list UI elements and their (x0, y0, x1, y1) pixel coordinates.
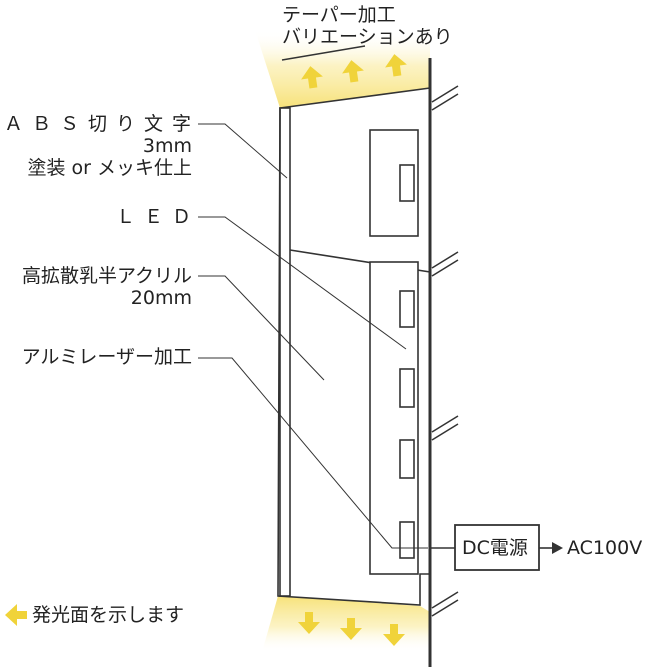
sign-housing (277, 87, 431, 606)
acrylic-label-line1: 高拡散乳半アクリル (21, 265, 192, 287)
abs-label-line2: 3mm (142, 135, 192, 157)
dc-power-label: DC電源 (462, 537, 528, 559)
glow-arrow-icon (301, 66, 323, 89)
taper-label-line1: テーパー加工 (282, 4, 396, 26)
lower-led-1 (399, 290, 415, 328)
lower-led-2 (399, 368, 415, 408)
lower-led-4 (399, 521, 415, 559)
abs-face-plate (279, 107, 291, 597)
top-glow-area (255, 30, 430, 108)
aluminum-label: アルミレーザー加工 (21, 346, 192, 368)
legend-label: 発光面を示します (32, 604, 185, 626)
upper-led (399, 164, 415, 202)
glow-arrow-icon (385, 54, 407, 77)
leader-aluminum (198, 357, 428, 549)
leader-acrylic (198, 275, 325, 381)
leader-abs (198, 123, 288, 179)
led-label: ＬＥＤ (115, 206, 200, 228)
bottom-glow-arrows (298, 612, 405, 646)
wall-break-marks (431, 85, 459, 617)
abs-label-line1: ＡＢＳ切り文字 (3, 113, 200, 135)
glow-arrow-icon (298, 612, 320, 634)
ac-label: AC100V (567, 537, 643, 559)
lower-led-3 (399, 439, 415, 479)
ac-arrow-head (552, 542, 563, 554)
leader-lines (198, 123, 428, 549)
abs-label-line3: 塗装 or メッキ仕上 (27, 157, 192, 179)
glow-arrow-icon (383, 624, 405, 646)
leader-led (198, 216, 407, 350)
legend-arrow-icon (5, 604, 27, 626)
acrylic-label-line2: 20mm (130, 287, 192, 309)
top-glow-arrows (301, 54, 407, 89)
taper-indicator-line (281, 45, 366, 61)
glow-arrow-icon (342, 60, 364, 83)
taper-label-line2: バリエーションあり (282, 26, 453, 48)
glow-arrow-icon (340, 618, 362, 640)
